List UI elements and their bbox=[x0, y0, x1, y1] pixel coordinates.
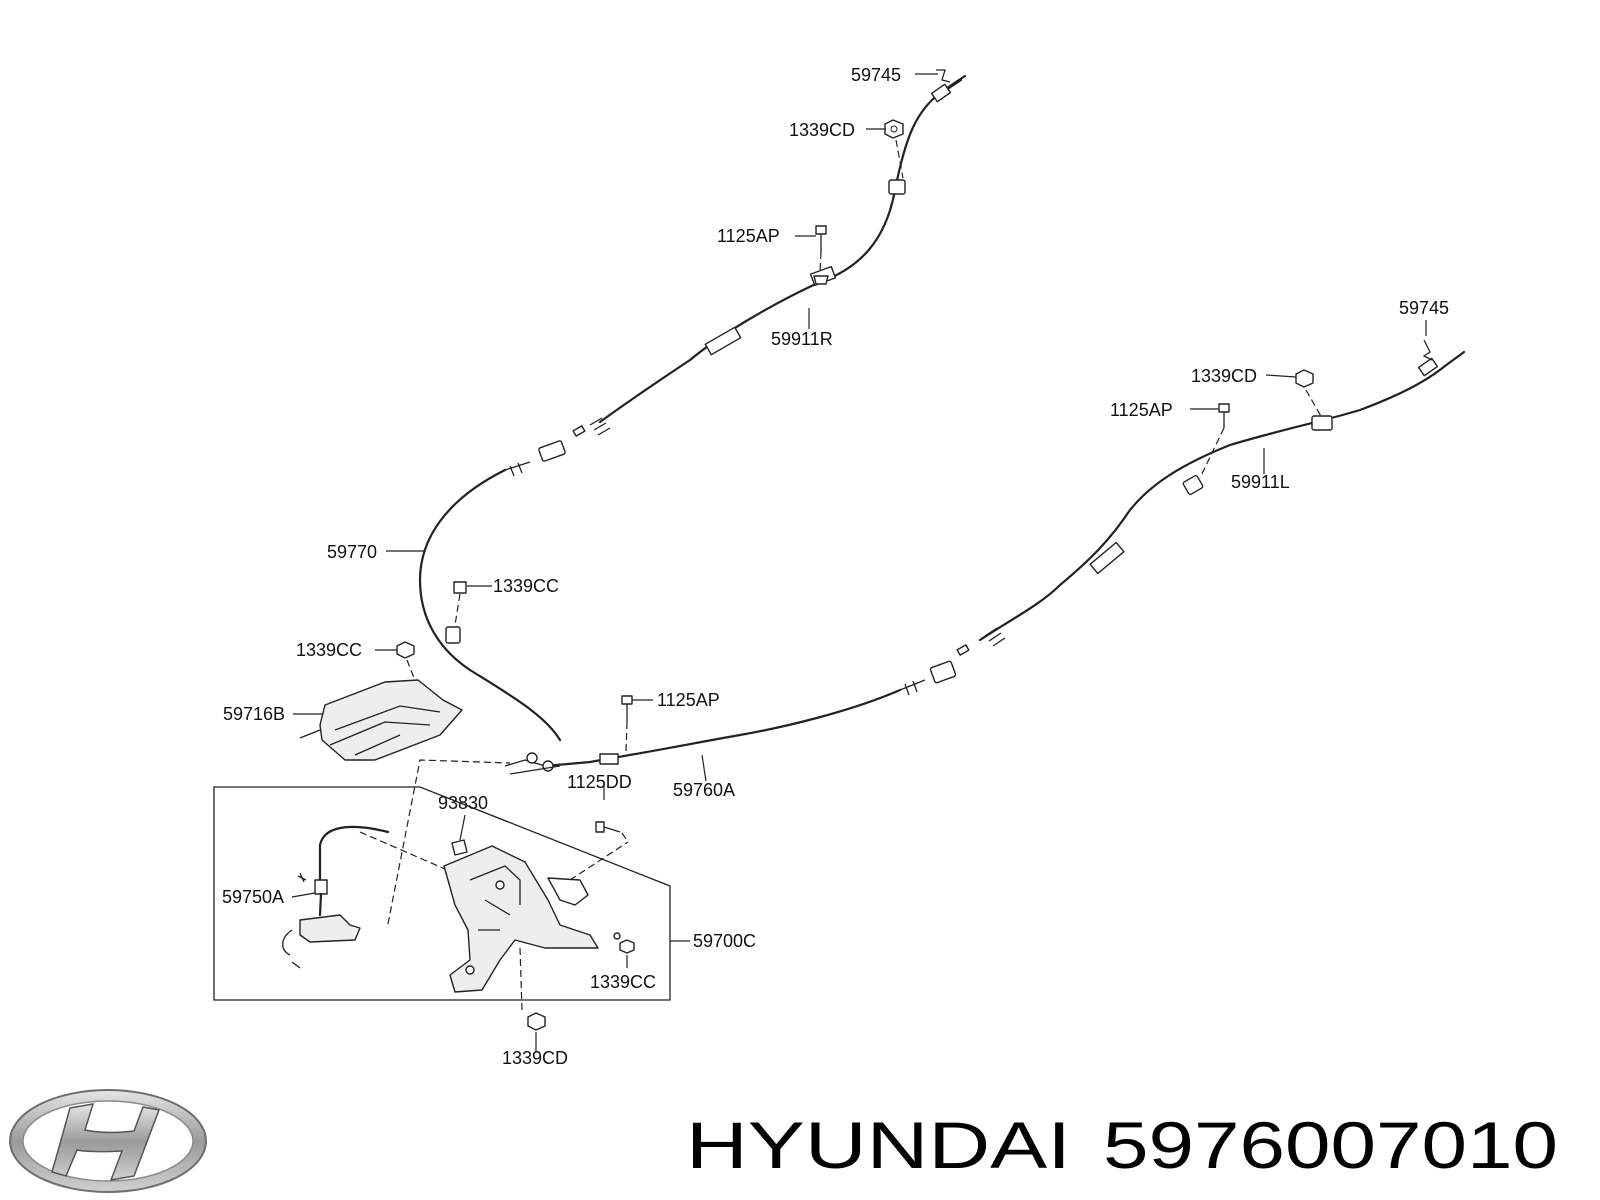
label-1125ap-right: 1125AP bbox=[717, 226, 780, 246]
parking-brake-lever-59700c bbox=[443, 845, 599, 1011]
label-59745-right: 59745 bbox=[851, 65, 901, 85]
nut-1339cd-left bbox=[1295, 369, 1323, 419]
label-59770: 59770 bbox=[327, 542, 377, 562]
label-1339cc-shield: 1339CC bbox=[296, 640, 362, 660]
cable-59750a bbox=[282, 825, 390, 969]
label-1125ap-center: 1125AP bbox=[657, 690, 720, 710]
bolt-1125ap-right bbox=[813, 225, 829, 285]
label-93830: 93830 bbox=[438, 793, 488, 813]
nut-1339cd-bottom bbox=[527, 1012, 546, 1031]
nut-1339cd-right bbox=[884, 119, 904, 179]
equalizer bbox=[504, 752, 561, 775]
bolt-1125ap-left bbox=[1199, 403, 1230, 479]
nut-1339cc-upper bbox=[453, 581, 467, 626]
label-1125dd: 1125DD bbox=[567, 772, 632, 792]
hyundai-logo bbox=[9, 1089, 207, 1193]
clip-93830 bbox=[451, 839, 468, 856]
label-59750a: 59750A bbox=[222, 887, 284, 907]
cable-59760a bbox=[543, 660, 957, 768]
label-1125ap-left: 1125AP bbox=[1110, 400, 1173, 420]
part-labels: 59745 1339CD 1125AP 59911R 59745 1339CD … bbox=[222, 65, 1449, 1068]
bolt-1125dd bbox=[595, 821, 629, 843]
assembly-guide-lines bbox=[359, 759, 629, 925]
label-1339cc-upper: 1339CC bbox=[493, 576, 559, 596]
label-59716b: 59716B bbox=[223, 704, 285, 724]
lever-assembly-box bbox=[213, 786, 671, 1001]
clip-59745-right bbox=[936, 69, 951, 83]
label-59911r: 59911R bbox=[771, 329, 833, 349]
caption: HYUNDAI 5976007010 bbox=[686, 1108, 1558, 1182]
label-59760a: 59760A bbox=[673, 780, 735, 800]
bolt-1125ap-center bbox=[621, 695, 633, 753]
cable-59911r bbox=[572, 74, 967, 437]
label-1339cd-left: 1339CD bbox=[1191, 366, 1257, 386]
cable-59911l bbox=[956, 350, 1466, 656]
clip-59745-left bbox=[1422, 339, 1433, 361]
label-59911l: 59911L bbox=[1231, 472, 1290, 492]
leader-lines bbox=[291, 73, 1427, 1052]
label-59700c: 59700C bbox=[693, 931, 756, 951]
nut-1339cc-lever bbox=[613, 932, 635, 954]
label-1339cd-right: 1339CD bbox=[789, 120, 855, 140]
nut-1339cc-shield bbox=[396, 641, 415, 679]
part-number: 5976007010 bbox=[1103, 1108, 1558, 1182]
cable-59770 bbox=[418, 440, 566, 742]
label-1339cc-lever: 1339CC bbox=[590, 972, 656, 992]
heat-shield-59716b bbox=[299, 679, 463, 761]
label-1339cd-bottom: 1339CD bbox=[502, 1048, 568, 1068]
label-59745-left: 59745 bbox=[1399, 298, 1449, 318]
brand-text: HYUNDAI bbox=[686, 1108, 1071, 1182]
